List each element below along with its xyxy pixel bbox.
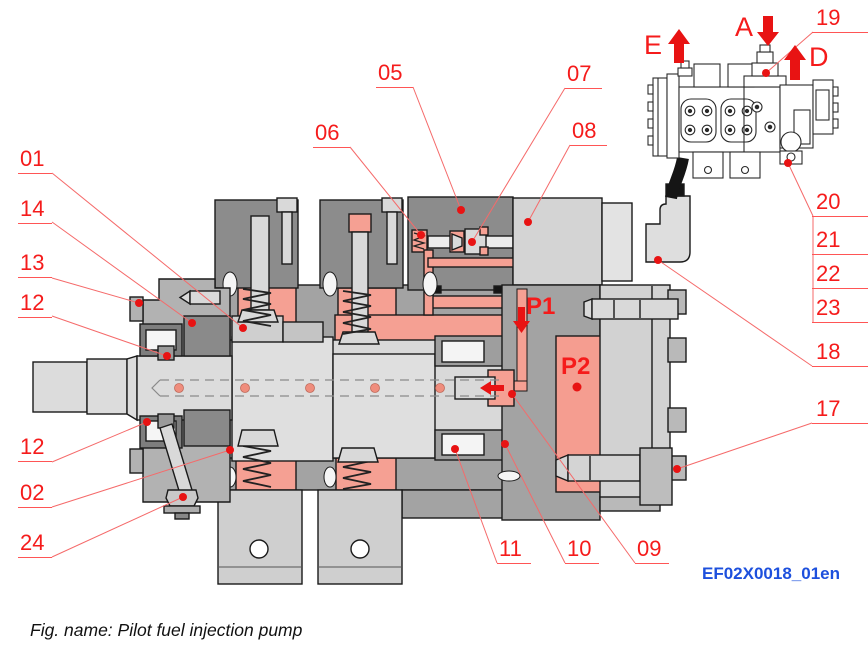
callout-13: 13: [18, 252, 52, 278]
callout-10: 10: [565, 538, 599, 564]
callout-22: 22: [812, 263, 868, 289]
callout-19: 19: [812, 7, 868, 33]
callout-20: 20: [812, 191, 868, 217]
head-bolts: [684, 105, 753, 136]
flow-arrows: [480, 16, 806, 395]
callout-17: 17: [812, 398, 868, 424]
e-up-arrow: [668, 29, 690, 63]
centerline-dots: [174, 383, 445, 393]
callout-12-upper: 12: [18, 292, 52, 318]
leader-lines: [51, 31, 814, 564]
plunger-springs: [242, 288, 372, 490]
callout-14: 14: [18, 198, 52, 224]
drawing-code: EF02X0018_01en: [702, 564, 840, 583]
callout-01: 01: [18, 148, 52, 174]
callout-12-lower: 12: [18, 436, 52, 462]
mounting-feet: [217, 489, 403, 585]
port-label-p1: P1: [526, 293, 556, 320]
connector-adapter: [645, 195, 691, 263]
flow-label-e: E: [644, 30, 663, 60]
fuel-hose: [665, 156, 689, 200]
callout-23: 23: [812, 297, 868, 323]
callout-05: 05: [376, 62, 413, 88]
port-label-p2: P2: [561, 353, 591, 380]
solenoid-block: [512, 197, 633, 286]
bearing: [434, 335, 504, 461]
flow-label-a: A: [735, 12, 754, 42]
callout-02: 02: [18, 482, 52, 508]
a-down-arrow: [757, 16, 779, 46]
callout-09: 09: [635, 538, 669, 564]
callout-18: 18: [812, 341, 868, 367]
callout-06: 06: [313, 122, 350, 148]
p1-down-arrow: [513, 307, 530, 333]
flow-label-d: D: [809, 42, 829, 72]
drain-plug: [780, 131, 802, 153]
callout-07: 07: [565, 63, 602, 89]
p2-marker: [572, 382, 582, 392]
end-block: [555, 284, 687, 512]
main-cross-section: [32, 183, 691, 585]
shaft-left-arrow: [480, 381, 504, 395]
centerline: [151, 379, 500, 397]
callout-08: 08: [570, 120, 607, 146]
callout-11: 11: [497, 538, 531, 564]
external-view: [647, 44, 839, 200]
figure-caption: Fig. name: Pilot fuel injection pump: [30, 620, 303, 640]
callout-21: 21: [812, 229, 868, 255]
d-up-arrow: [784, 45, 806, 80]
callout-24: 24: [18, 532, 52, 558]
callout-target-dots: [135, 69, 792, 501]
